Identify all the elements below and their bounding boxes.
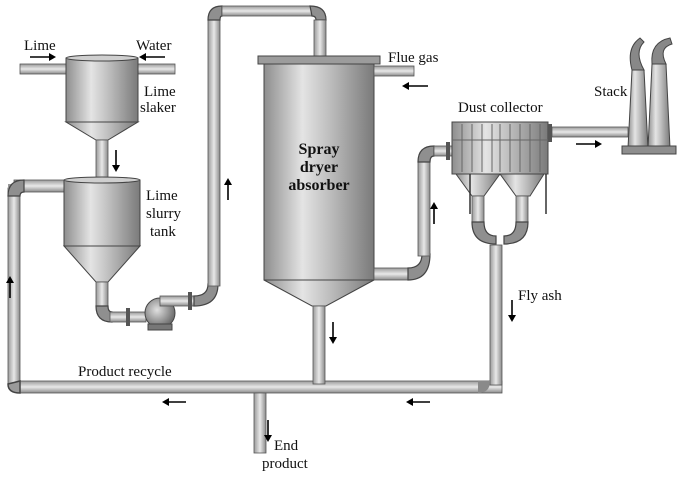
label-end-product-2: product: [262, 456, 309, 472]
end-product-pipe: [253, 392, 267, 454]
label-end-product-1: End: [274, 438, 299, 454]
pipe-to-stack: [548, 124, 629, 142]
label-lime-slaker-2: slaker: [140, 100, 176, 116]
lime-arrow: [30, 53, 56, 61]
label-lime-slurry-3: tank: [150, 224, 176, 240]
product-recycle-pipe: [7, 179, 503, 394]
label-fly-ash: Fly ash: [518, 288, 562, 304]
flow-arrows: [6, 53, 602, 442]
slaker-down-arrow: [112, 150, 120, 172]
label-lime-slurry-1: Lime: [146, 188, 178, 204]
end-product-arrow: [264, 420, 272, 442]
flue-pipe-to-collector: [417, 142, 453, 257]
water-arrow: [139, 53, 165, 61]
label-spray-1: Spray: [299, 141, 340, 158]
recycle-left-arrow-left: [162, 398, 186, 406]
label-lime-slurry-2: slurry: [146, 206, 181, 222]
slurry-riser-pipe: [207, 5, 327, 287]
riser-up-arrow: [224, 178, 232, 200]
recycle-left-arrow-right: [406, 398, 430, 406]
slurry-pump: [144, 283, 219, 331]
absorber-down-arrow: [329, 322, 337, 344]
label-spray-3: absorber: [288, 177, 349, 194]
label-dust-collector: Dust collector: [458, 100, 543, 116]
fly-ash-arrow: [508, 300, 516, 322]
collector-up-arrow: [430, 202, 438, 224]
left-loop-up-arrow: [6, 276, 14, 298]
dust-collector: [451, 121, 549, 245]
label-product-recycle: Product recycle: [78, 364, 172, 380]
lime-slaker: [19, 54, 176, 181]
label-flue-gas: Flue gas: [388, 50, 439, 66]
label-water: Water: [136, 38, 171, 54]
stack: [621, 37, 677, 155]
spray-dryer-absorber: [257, 55, 431, 385]
label-lime-slaker-1: Lime: [144, 84, 176, 100]
lime-slurry-tank: [62, 176, 147, 326]
label-lime: Lime: [24, 38, 56, 54]
label-spray-2: dryer: [300, 159, 338, 176]
label-stack: Stack: [594, 84, 628, 100]
stack-arrow: [576, 140, 602, 148]
flue-gas-arrow: [402, 82, 428, 90]
